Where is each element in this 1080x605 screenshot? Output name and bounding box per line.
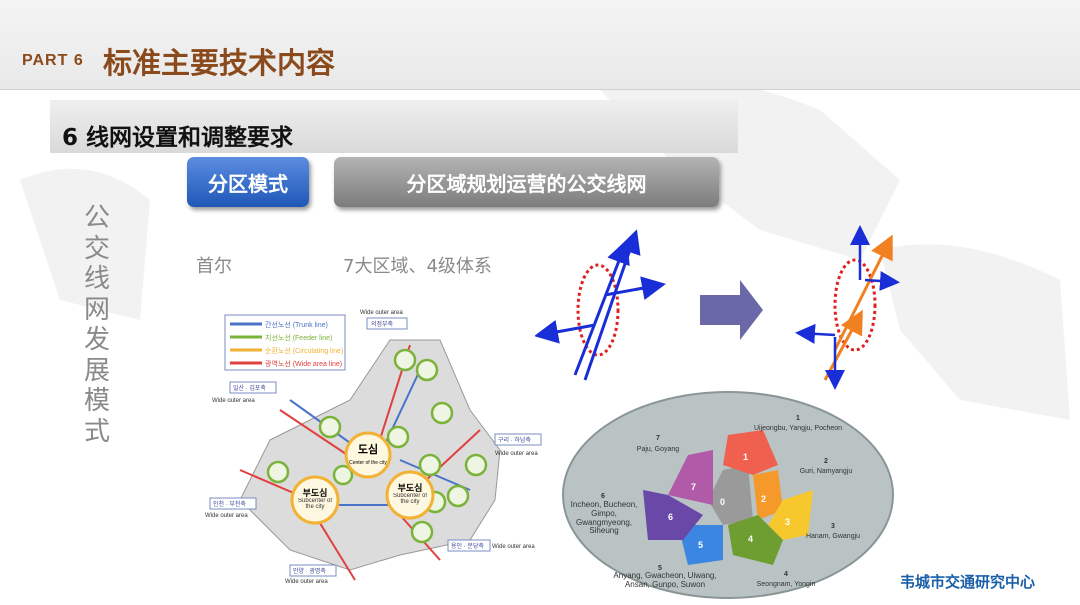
zone-5-cities: Anyang, Gwacheon, Uiwang, Ansan, Gunpo, … — [613, 572, 717, 589]
zone-1 — [723, 430, 778, 475]
seoul-network-map: 간선노선 (Trunk line) 지선노선 (Feeder line) 순환노… — [205, 310, 542, 585]
zone-2 — [753, 470, 783, 520]
zone-before — [576, 263, 620, 357]
map-label: Wide outer area — [285, 579, 328, 585]
map-label: 인천 · 부천축 — [213, 500, 246, 508]
subcenter-west-en: Subcenter of the city — [297, 498, 333, 510]
map-label: 6 — [601, 493, 605, 500]
zoning-schematic — [535, 225, 900, 390]
zone-after — [833, 258, 877, 352]
map-label: 2 — [824, 458, 828, 465]
map-label: Wide outer area — [492, 544, 535, 550]
map-label: Wide outer area — [495, 451, 538, 457]
map-label: 1 — [743, 452, 748, 462]
map-label: 구리 · 하남축 — [498, 436, 531, 444]
zone-6-cities: Incheon, Bucheon, Gimpo, Gwangmyeong, Si… — [570, 501, 638, 536]
map-label: Guri, Namyangju — [800, 468, 853, 475]
map-label: 4 — [748, 534, 753, 544]
system-label: 7大区域、4级体系 — [343, 256, 492, 277]
subcenter-west — [290, 475, 340, 525]
zone-0 — [708, 465, 753, 525]
page-title: 标准主要技术内容 — [103, 46, 336, 80]
section-bar — [50, 100, 738, 153]
subcenter-south-en: Subcenter of the city — [392, 493, 428, 505]
map-label: Hanam, Gwangju — [806, 533, 860, 540]
subcenter-south-label: 부도심 — [398, 482, 423, 493]
map-label: 안양 · 광명축 — [293, 567, 326, 575]
zone-7 — [668, 450, 713, 505]
zone-6 — [643, 490, 703, 540]
section-title: 6 线网设置和调整要求 — [62, 125, 294, 151]
mode-button[interactable]: 分区模式 — [187, 157, 309, 207]
map-label: Wide outer area — [212, 398, 255, 404]
legend-feeder: 지선노선 (Feeder line) — [265, 333, 332, 342]
map-label: Paju, Goyang — [637, 446, 680, 453]
map-label: 7 — [691, 482, 696, 492]
map-label: Seongnam, Yongin — [757, 581, 816, 588]
map-label: 0 — [720, 497, 725, 507]
map-label: 2 — [761, 494, 766, 504]
center-ko: 도심 — [358, 442, 378, 456]
center-node — [344, 431, 392, 479]
zone-4 — [728, 515, 783, 565]
subcenter-west-label: 부도심 — [303, 487, 328, 498]
map-label: Uijeongbu, Yangju, Pocheon — [754, 425, 842, 432]
center-en: Center of the city — [349, 460, 387, 466]
description-button[interactable]: 分区域规划运营的公交线网 — [334, 157, 719, 207]
map-label: 1 — [796, 415, 800, 422]
header-bar — [0, 0, 1080, 90]
transition-arrow-icon — [700, 280, 763, 340]
zone-3 — [768, 490, 813, 540]
map-label: Wide outer area — [360, 310, 403, 316]
map-label: 5 — [658, 565, 662, 572]
legend-circulating: 순환노선 (Circulating line) — [265, 346, 343, 355]
watermark: 韦城市交通研究中心 — [900, 573, 1036, 591]
city-label: 首尔 — [196, 256, 232, 277]
map-label: 의정부축 — [371, 320, 394, 328]
part-label: PART 6 — [22, 52, 84, 69]
map-label: 7 — [656, 435, 660, 442]
map-label: 6 — [668, 512, 673, 522]
zone-5 — [678, 525, 723, 565]
legend-wide: 광역노선 (Wide area line) — [265, 359, 342, 368]
map-label: 4 — [784, 571, 788, 578]
legend: 간선노선 (Trunk line) 지선노선 (Feeder line) 순환노… — [230, 320, 343, 368]
subcenter-south — [385, 470, 435, 520]
map-label: 일산 · 김포축 — [233, 384, 266, 392]
map-label: 5 — [698, 540, 703, 550]
map-label: 용인 · 분당축 — [451, 542, 484, 550]
map-label: Wide outer area — [205, 513, 248, 519]
map-label: 3 — [831, 523, 835, 530]
vertical-title: 公交线网发展模式 — [83, 203, 110, 447]
map-label: 3 — [785, 517, 790, 527]
legend-trunk: 간선노선 (Trunk line) — [265, 320, 328, 329]
